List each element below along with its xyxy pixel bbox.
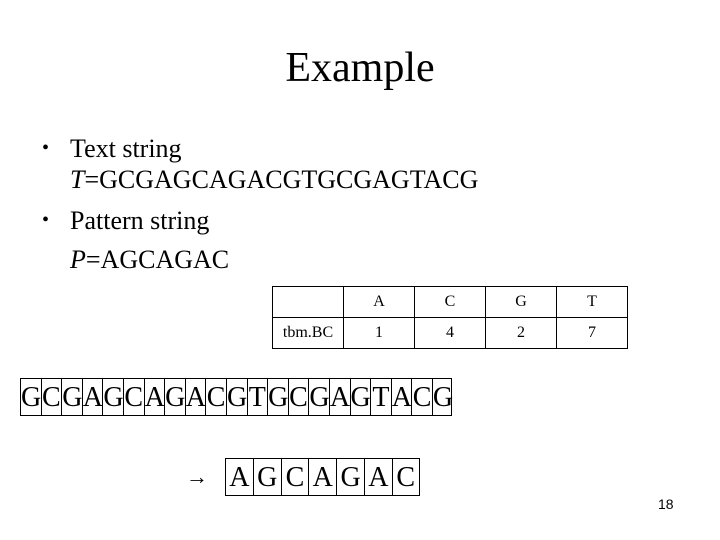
shift-table-value: 2 xyxy=(485,317,557,349)
text-char: G xyxy=(20,378,41,416)
pattern-char: A xyxy=(308,458,337,496)
shift-table-value: 4 xyxy=(414,317,486,349)
pattern-variable: P xyxy=(70,245,86,274)
bullet-label: Pattern string xyxy=(70,206,210,235)
shift-table-header: G xyxy=(485,286,557,318)
text-char: G xyxy=(61,378,82,416)
shift-table-header: T xyxy=(556,286,628,318)
text-char: A xyxy=(328,378,350,416)
text-char: G xyxy=(267,378,288,416)
pattern-char: C xyxy=(391,458,420,496)
page-number: 18 xyxy=(658,496,674,512)
shift-table-value: 7 xyxy=(556,317,628,349)
text-char: G xyxy=(308,378,330,416)
bullet-dot-icon: • xyxy=(42,209,50,231)
pattern-char: G xyxy=(252,458,281,496)
bullet-pattern-string: • Pattern string xyxy=(42,205,209,236)
text-char: G xyxy=(164,378,185,416)
shift-table-corner xyxy=(272,286,344,318)
pattern-equation: =AGCAGAC xyxy=(85,245,230,274)
shift-table-value-row: tbm.BC 1 4 2 7 xyxy=(272,317,628,349)
text-char: C xyxy=(40,378,62,416)
text-char: A xyxy=(81,378,103,416)
shift-table-row-label: tbm.BC xyxy=(272,317,344,349)
text-char: T xyxy=(246,378,268,416)
shift-table-header: C xyxy=(414,286,486,318)
shift-table-header: A xyxy=(343,286,415,318)
text-char-strip: G C G A G C A G A C G T G C G A G T A C … xyxy=(20,378,453,416)
text-char: C xyxy=(205,378,226,416)
pattern-char: A xyxy=(225,458,253,496)
pattern-char: G xyxy=(336,458,364,496)
text-variable: T xyxy=(70,165,85,194)
text-char: A xyxy=(184,378,206,416)
text-char: A xyxy=(143,378,165,416)
text-char: C xyxy=(287,378,309,416)
text-char: C xyxy=(122,378,144,416)
pattern-char: A xyxy=(363,458,392,496)
pattern-char-strip: A G C A G A C xyxy=(225,458,420,496)
text-equation: =GCGAGCAGACGTGCGAGTACG xyxy=(84,165,479,194)
text-char: C xyxy=(411,378,432,416)
pattern-char: C xyxy=(280,458,309,496)
bullet-text-string: • Text string xyxy=(42,133,182,164)
shift-table-header-row: A C G T xyxy=(272,286,628,318)
shift-table: A C G T tbm.BC 1 4 2 7 xyxy=(272,286,628,349)
text-char: G xyxy=(349,378,371,416)
text-char: G xyxy=(431,378,453,416)
text-char: T xyxy=(370,378,391,416)
text-char: A xyxy=(390,378,412,416)
slide-title: Example xyxy=(285,45,435,91)
bullet-label: Text string xyxy=(70,134,182,163)
right-arrow-icon: → xyxy=(186,464,208,489)
shift-table-value: 1 xyxy=(343,317,415,349)
text-string-value: T=GCGAGCAGACGTGCGAGTACG xyxy=(70,165,478,195)
pattern-string-value: P=AGCAGAC xyxy=(70,245,229,275)
text-char: G xyxy=(225,378,247,416)
text-char: G xyxy=(102,378,124,416)
bullet-dot-icon: • xyxy=(42,137,50,159)
